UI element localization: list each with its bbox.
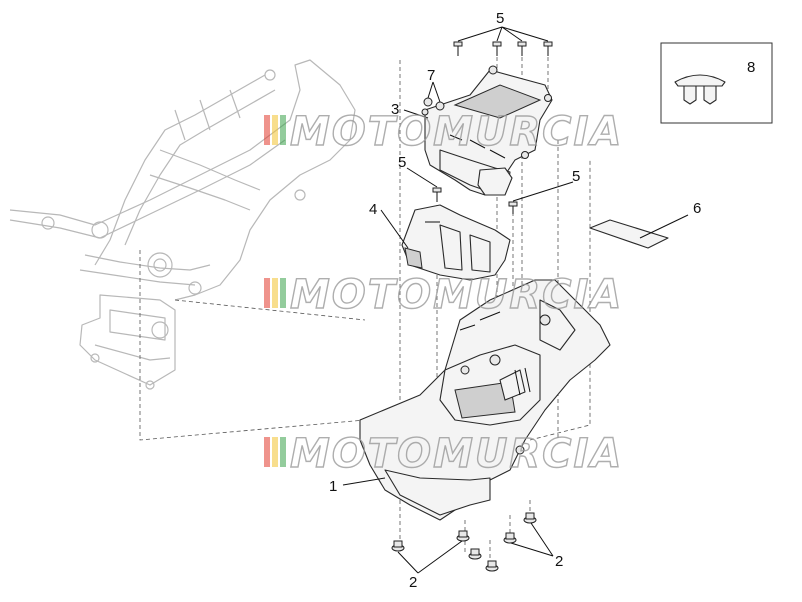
callout-6: 6: [693, 200, 701, 217]
screw-top-3: [517, 41, 527, 56]
watermark-stripe-red: [264, 437, 270, 467]
watermark-stripe-yellow: [272, 278, 278, 308]
clip-detail-box-8: [660, 42, 773, 124]
bush-4: [485, 560, 499, 572]
callout-2-left: 2: [409, 574, 417, 591]
bush-3: [468, 548, 482, 560]
bush-2: [456, 530, 470, 542]
bush-1: [391, 540, 405, 552]
motorcycle-frame: [9, 59, 356, 390]
electrical-cover: [401, 204, 511, 281]
callout-7: 7: [427, 67, 435, 84]
watermark-stripe-red: [264, 278, 270, 308]
upper-support-bracket: [424, 65, 553, 196]
callout-2-right: 2: [555, 553, 563, 570]
bush-5: [503, 532, 517, 544]
watermark-stripe-green: [280, 115, 286, 145]
watermark-text: MOTOMURCIA: [290, 272, 623, 318]
watermark-top: MOTOMURCIA: [264, 108, 623, 156]
callout-3: 3: [391, 101, 399, 118]
watermark-middle: MOTOMURCIA: [264, 271, 623, 319]
screw-top-2: [492, 41, 502, 56]
screw-mid-left: [432, 187, 442, 202]
watermark-stripe-yellow: [272, 115, 278, 145]
rear-undertray: [359, 279, 611, 521]
screws-5: [432, 41, 553, 214]
callout-8: 8: [747, 59, 755, 76]
screw-mid-right: [508, 201, 518, 214]
callout-5-top: 5: [496, 10, 504, 27]
watermark-stripe-yellow: [272, 437, 278, 467]
callout-1: 1: [329, 478, 337, 495]
watermark-bottom: MOTOMURCIA: [264, 430, 623, 478]
callout-5-middle: 5: [398, 154, 406, 171]
watermark-text: MOTOMURCIA: [290, 431, 623, 477]
callout-5-right: 5: [572, 168, 580, 185]
watermark-stripe-red: [264, 115, 270, 145]
callout-labels: 1 2 2 3 4 5 5 5 6 7 8: [329, 10, 755, 591]
bush-6: [523, 512, 537, 524]
watermark-stripe-green: [280, 437, 286, 467]
screw-top-4: [543, 41, 553, 56]
leader-lines: [342, 26, 689, 574]
label-sticker-6: [589, 219, 669, 249]
watermark-stripe-green: [280, 278, 286, 308]
mounting-bushes-2: [391, 512, 537, 572]
callout-4: 4: [369, 201, 377, 218]
watermark-text: MOTOMURCIA: [290, 109, 623, 155]
screw-top-1: [453, 41, 463, 56]
